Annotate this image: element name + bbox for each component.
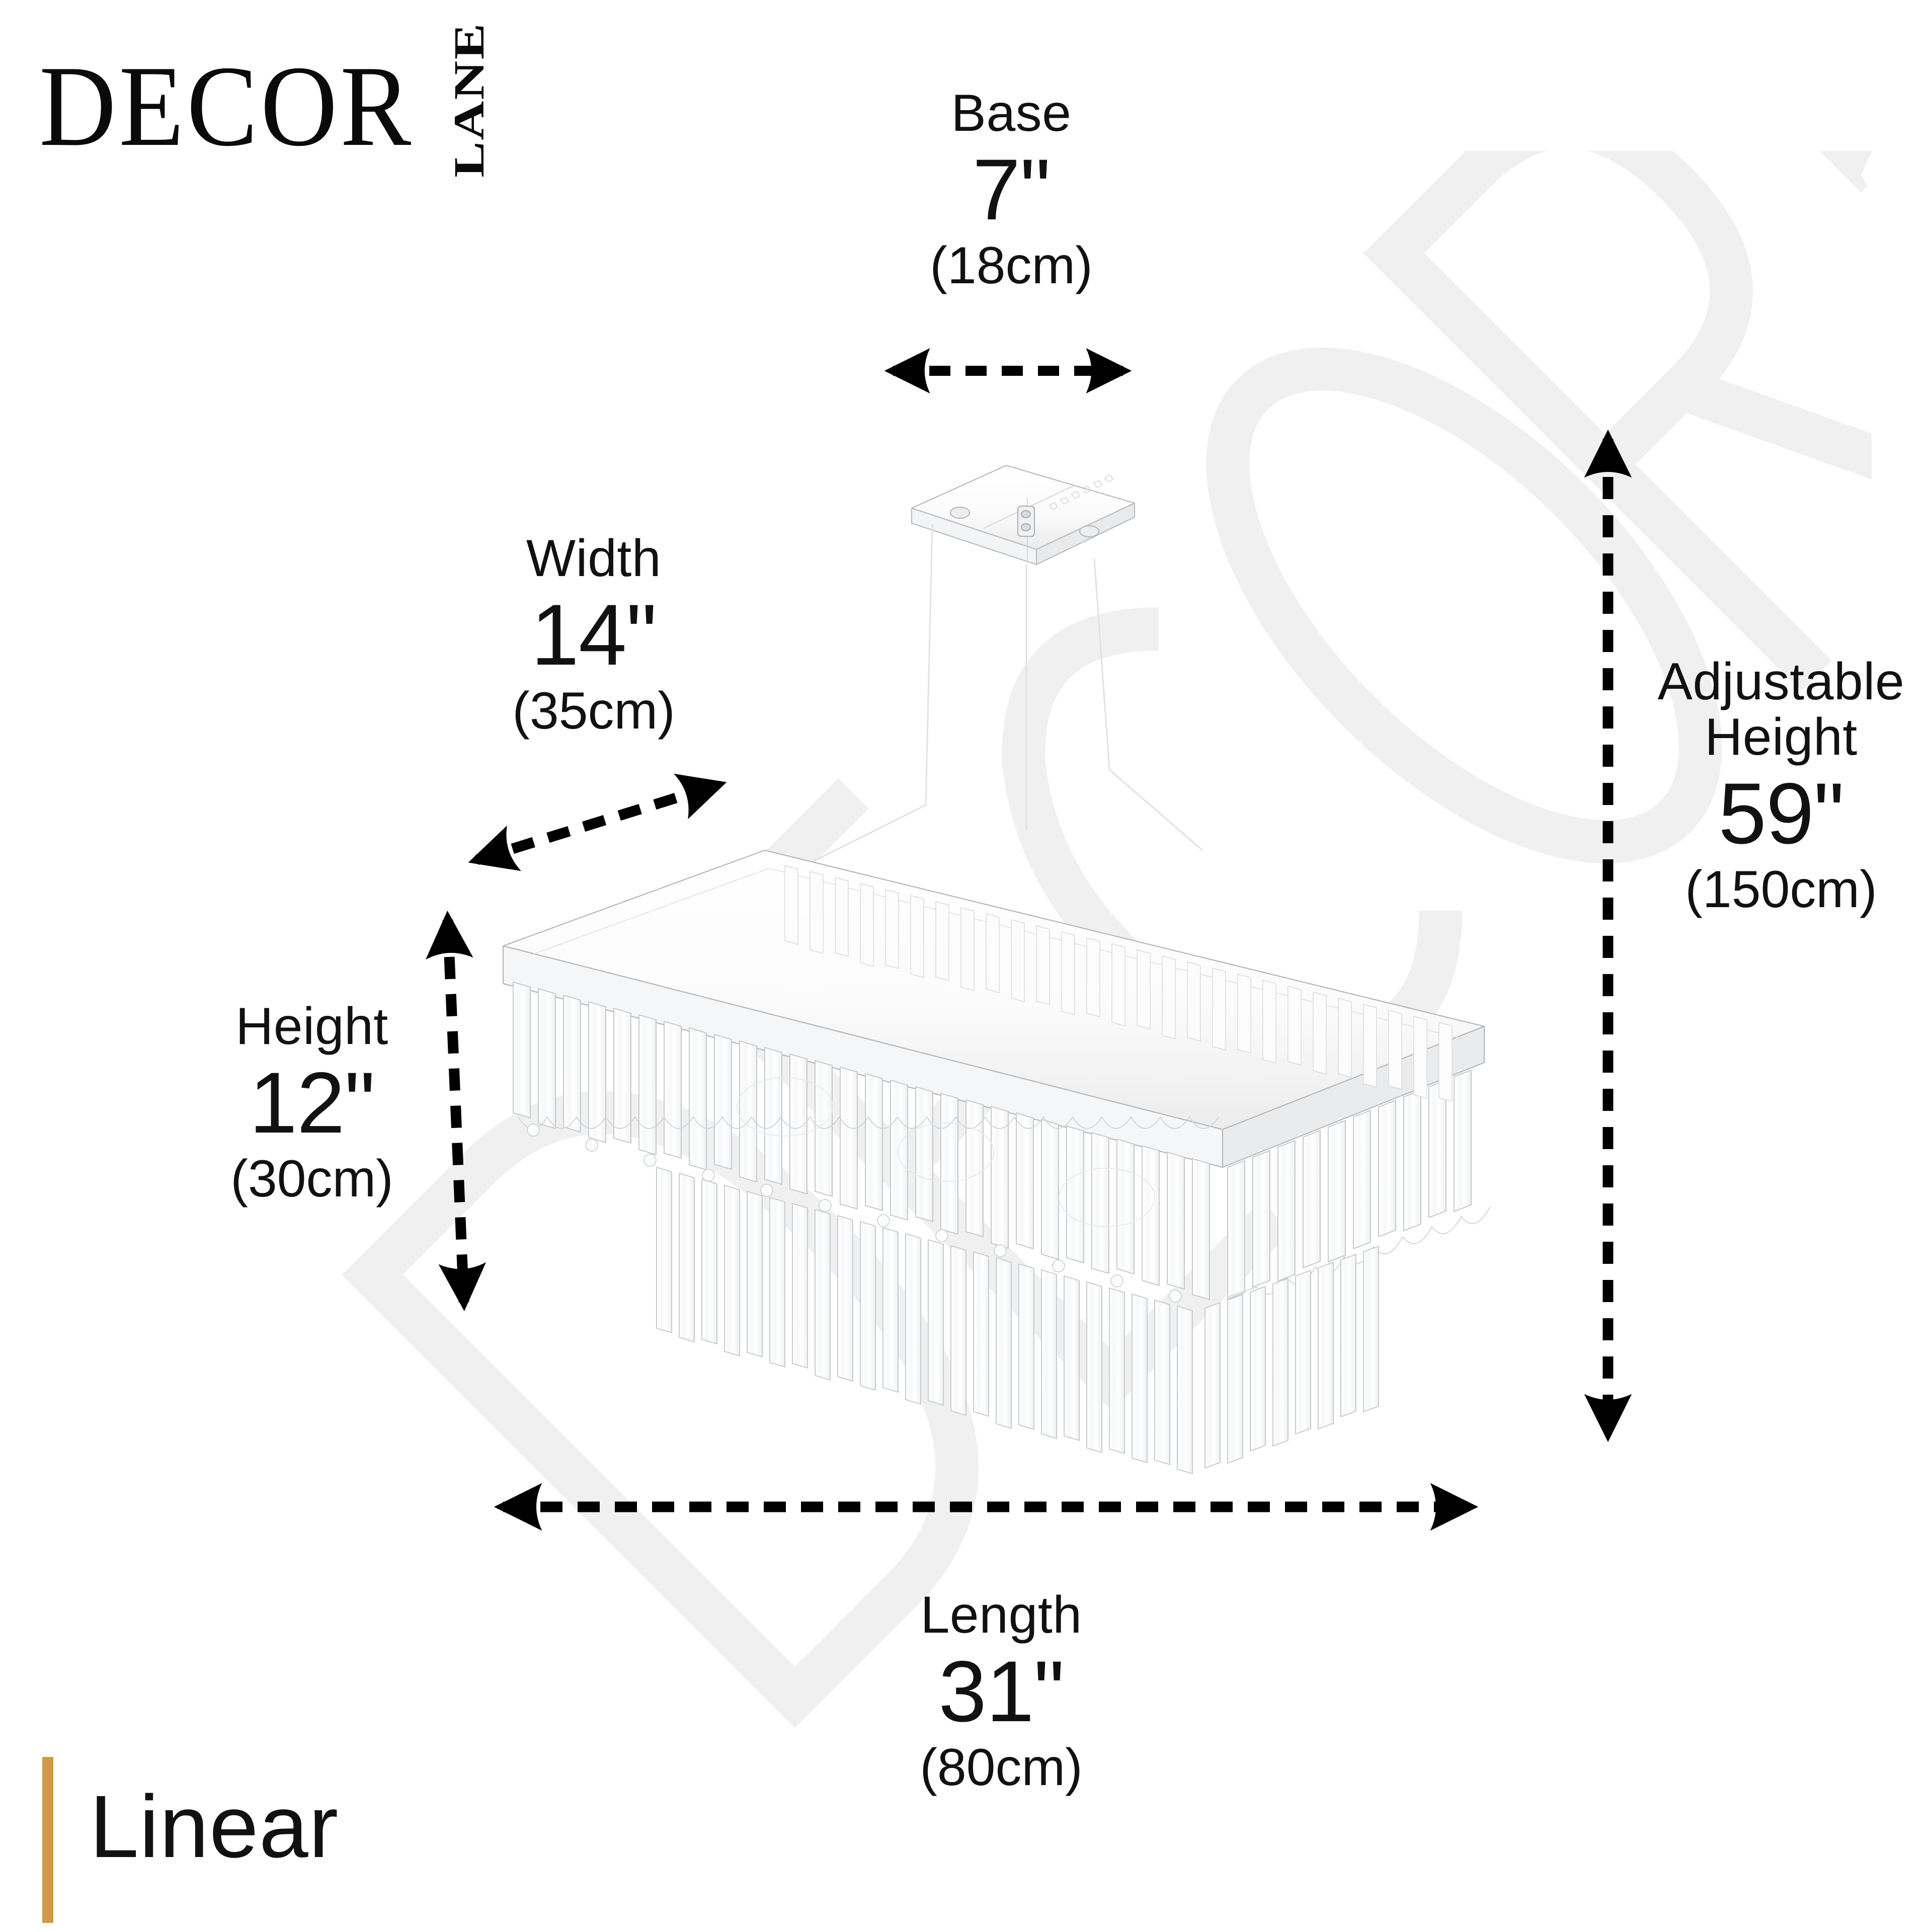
width-dimension-arrow <box>468 773 727 871</box>
width-value-cm: (35cm) <box>512 681 675 740</box>
width-measurement-label: Width 14" (35cm) <box>443 531 745 739</box>
width-label-text: Width <box>526 529 662 588</box>
brand-logo-decor: DECOR <box>39 41 414 170</box>
brand-logo: DECOR LANE <box>39 22 494 178</box>
accent-bar <box>42 1757 53 1923</box>
base-label-text: Base <box>951 84 1072 142</box>
product-model-name: Linear <box>90 1778 339 1876</box>
height-label-text: Height <box>235 997 388 1056</box>
adjustable-height-value-inch: 59" <box>1718 765 1844 862</box>
base-measurement-label: Base 7" (18cm) <box>870 86 1152 293</box>
length-value-cm: (80cm) <box>920 1738 1083 1797</box>
base-value-inch: 7" <box>972 141 1051 238</box>
adjustable-height-value-cm: (150cm) <box>1685 860 1877 919</box>
height-dimension-arrow <box>425 910 487 1312</box>
base-value-cm: (18cm) <box>930 236 1093 295</box>
width-value-inch: 14" <box>531 587 657 684</box>
